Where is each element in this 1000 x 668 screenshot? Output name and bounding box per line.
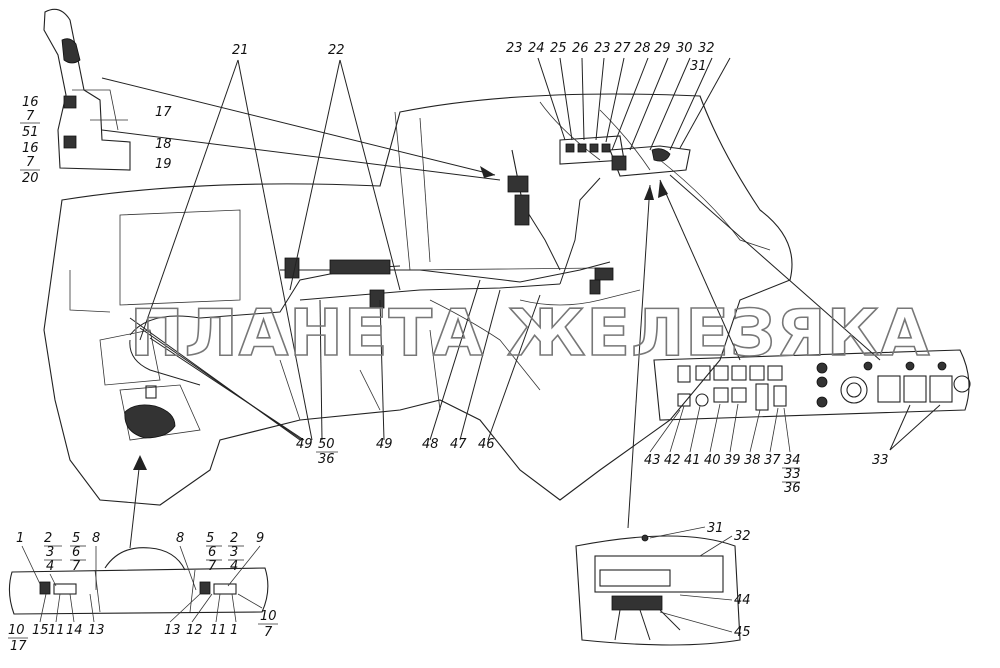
callout-11: 11 [210, 623, 227, 638]
callout-7: 7 [26, 109, 35, 124]
callout-15: 15 [32, 623, 49, 638]
callout-27: 27 [614, 41, 631, 56]
callout-7: 7 [26, 155, 35, 170]
callout-38: 38 [744, 453, 761, 468]
callout-2: 2 [230, 531, 238, 546]
callout-5: 5 [206, 531, 214, 546]
callout-16: 16 [22, 141, 39, 156]
callout-7: 7 [72, 559, 81, 574]
callout-8: 8 [176, 531, 184, 546]
callout-36: 36 [318, 452, 335, 467]
callout-49: 49 [296, 437, 313, 452]
callout-45: 45 [734, 625, 751, 640]
callout-7: 7 [264, 625, 273, 640]
fuse-box [575, 534, 741, 646]
toggle-switch-row-top [695, 365, 783, 381]
callout-26: 26 [572, 41, 589, 56]
callout-2: 2 [44, 531, 52, 546]
callout-10: 10 [8, 623, 25, 638]
callout-13: 13 [88, 623, 105, 638]
callout-36: 36 [784, 481, 801, 496]
callout-12: 12 [186, 623, 203, 638]
callout-21: 21 [232, 43, 249, 58]
callout-20: 20 [22, 171, 39, 186]
callout-17: 17 [10, 639, 27, 654]
callout-23: 23 [506, 41, 523, 56]
callout-32: 32 [734, 529, 751, 544]
callout-3: 3 [46, 545, 54, 560]
callout-41: 41 [684, 453, 701, 468]
callout-18: 18 [155, 137, 172, 152]
callout-1: 1 [16, 531, 24, 546]
callout-4: 4 [230, 559, 238, 574]
watermark-text: ПЛАНЕТА ЖЕЛЕЗЯКА [130, 297, 931, 371]
callout-30: 30 [676, 41, 693, 56]
wiring-harness [129, 149, 614, 386]
leader-lines [101, 57, 941, 549]
callout-33: 33 [872, 453, 889, 468]
callout-29: 29 [654, 41, 671, 56]
callout-3: 3 [230, 545, 238, 560]
callout-11: 11 [48, 623, 65, 638]
callout-25: 25 [550, 41, 567, 56]
callout-23: 23 [594, 41, 611, 56]
callout-31: 31 [707, 521, 724, 536]
switch-panel [653, 349, 971, 421]
toggle-switch-row-bottom [713, 383, 787, 411]
callout-51: 51 [22, 125, 39, 140]
callout-47: 47 [450, 437, 467, 452]
callout-33: 33 [784, 467, 801, 482]
callout-24: 24 [528, 41, 545, 56]
callout-44: 44 [734, 593, 751, 608]
callout-49: 49 [376, 437, 393, 452]
callout-43: 43 [644, 453, 661, 468]
callout-14: 14 [66, 623, 83, 638]
callout-28: 28 [634, 41, 651, 56]
callout-17: 17 [155, 105, 172, 120]
callout-22: 22 [328, 43, 345, 58]
callout-42: 42 [664, 453, 681, 468]
callout-34: 34 [784, 453, 801, 468]
callout-1: 1 [230, 623, 238, 638]
callout-labels: 16 7 51 16 7 20 17 18 19 21 22 23 24 25 … [8, 41, 889, 654]
callout-48: 48 [422, 437, 439, 452]
callout-13: 13 [164, 623, 181, 638]
callout-16: 16 [22, 95, 39, 110]
callout-8: 8 [92, 531, 100, 546]
gear-lever-assembly [43, 8, 131, 171]
callout-32: 32 [698, 41, 715, 56]
callout-6: 6 [72, 545, 80, 560]
callout-50: 50 [318, 437, 335, 452]
callout-6: 6 [208, 545, 216, 560]
callout-9: 9 [256, 531, 264, 546]
callout-10: 10 [260, 609, 277, 624]
callout-46: 46 [478, 437, 495, 452]
callout-40: 40 [704, 453, 721, 468]
callout-19: 19 [155, 157, 172, 172]
instrument-panel-small [559, 135, 691, 177]
callout-5: 5 [72, 531, 80, 546]
callout-31: 31 [690, 59, 707, 74]
callout-7: 7 [208, 559, 217, 574]
callout-37: 37 [764, 453, 781, 468]
callout-39: 39 [724, 453, 741, 468]
callout-4: 4 [46, 559, 54, 574]
